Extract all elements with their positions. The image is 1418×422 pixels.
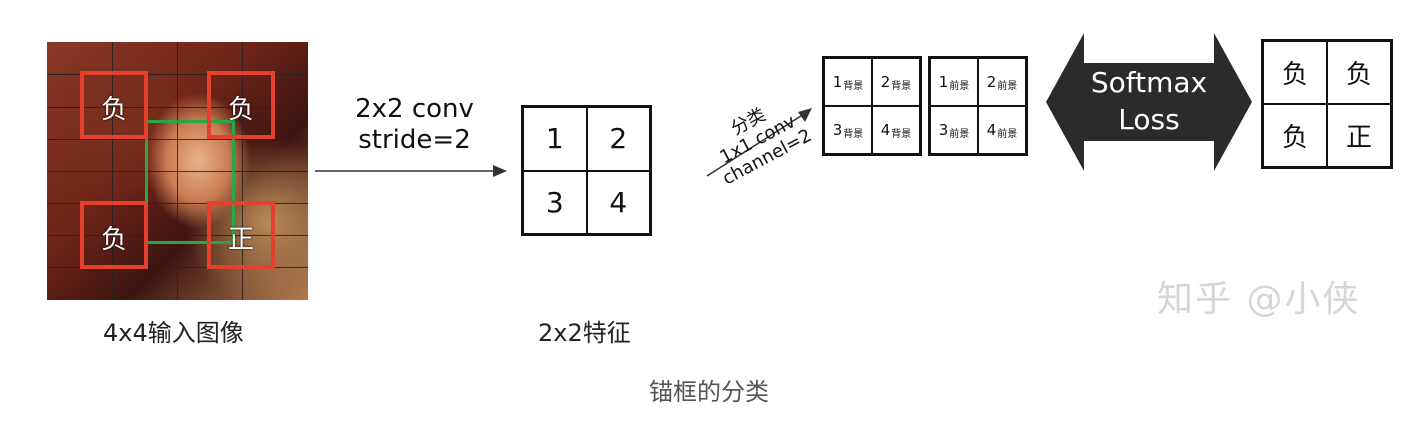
conv-arrow-icon xyxy=(315,165,507,177)
ground-truth-box xyxy=(145,120,235,244)
anchor-label: 负 xyxy=(100,225,127,255)
grid-line xyxy=(47,235,308,236)
loss-label: Softmax Loss xyxy=(1076,64,1222,138)
double-arrow-icon xyxy=(1046,33,1252,171)
classify-arrow-icon xyxy=(706,108,812,177)
conv-label: 2x2 conv stride=2 xyxy=(352,94,477,156)
classify-label: 分类 1x1 conv channel=2 xyxy=(682,81,834,200)
input-image: 负 负 负 正 xyxy=(47,42,308,300)
figure-caption: 锚框的分类 xyxy=(649,378,769,406)
anchor-label: 负 xyxy=(100,95,127,125)
label-cell: 负 xyxy=(1327,41,1391,104)
grid-line xyxy=(47,107,308,108)
feature-grid: 1 2 3 4 xyxy=(521,105,652,236)
grid-line xyxy=(47,74,308,75)
loss-label-line: Softmax xyxy=(1090,66,1208,99)
feature-cell: 1 xyxy=(523,107,587,171)
anchor-box: 正 xyxy=(207,201,275,269)
label-cell: 负 xyxy=(1263,41,1327,104)
anchor-box: 负 xyxy=(80,71,148,139)
feature-cell: 2 xyxy=(586,107,650,171)
anchor-box: 负 xyxy=(207,71,275,139)
feature-caption: 2x2特征 xyxy=(538,319,631,347)
anchor-label: 负 xyxy=(227,95,254,125)
feature-cell: 3 xyxy=(523,170,587,234)
grid-line xyxy=(47,171,308,172)
feature-cell: 4 xyxy=(586,170,650,234)
grid-line xyxy=(47,139,308,140)
label-cell: 负 xyxy=(1263,104,1327,167)
label-cell: 正 xyxy=(1327,104,1391,167)
conv-label-line: 2x2 conv xyxy=(355,94,474,124)
watermark: 知乎 @小侠 xyxy=(1157,279,1361,320)
grid-line xyxy=(47,203,308,204)
conv-label-line: stride=2 xyxy=(358,125,471,155)
input-caption: 4x4输入图像 xyxy=(103,319,244,347)
anchor-label: 正 xyxy=(227,225,254,255)
anchor-box: 负 xyxy=(80,201,148,269)
label-grid: 负 负 负 正 xyxy=(1261,39,1393,169)
loss-label-line: Loss xyxy=(1118,103,1180,136)
grid-line xyxy=(47,267,308,268)
